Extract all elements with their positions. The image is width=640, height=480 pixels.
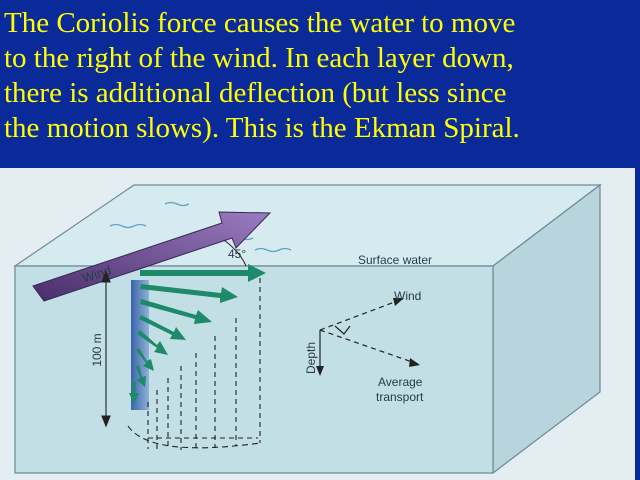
current-arrow-layer-8 [129, 382, 139, 404]
wind-arrow [32, 211, 272, 302]
inset-depth-arrowhead [316, 366, 324, 376]
caption-line: The Coriolis force causes the water to m… [4, 7, 516, 39]
caption-line: the motion slows). This is the Ekman Spi… [4, 112, 520, 144]
inset-transport-label-2: transport [376, 390, 424, 404]
inset-transport-label-1: Average [378, 375, 423, 389]
current-arrow-layer-5 [137, 330, 168, 355]
inset-depth-label: Depth [304, 342, 318, 374]
caption: The Coriolis force causes the water to m… [4, 6, 632, 146]
ekman-spiral-diagram: Wind 45° Surface water 100 m Wind Depth … [0, 168, 635, 480]
current-arrow-surface [140, 264, 266, 282]
inset-wind-label: Wind [394, 289, 421, 303]
current-arrow-layer-3 [140, 299, 212, 324]
inset-arrowheads [393, 298, 420, 367]
caption-line: to the right of the wind. In each layer … [4, 42, 514, 74]
current-arrow-layer-2 [140, 284, 238, 303]
current-arrow-layer-4 [139, 315, 186, 340]
current-arrows [129, 264, 266, 404]
angle-arc [223, 239, 247, 267]
angle-label: 45° [228, 247, 246, 261]
diagram-svg: Wind 45° Surface water 100 m Wind Depth … [0, 168, 635, 480]
depth-scale [101, 270, 111, 428]
surface-water-label: Surface water [358, 253, 432, 267]
layer-drop-lines [147, 278, 261, 450]
spiral-outline [127, 425, 261, 449]
current-arrow-layer-7 [136, 365, 146, 387]
depth-scale-label: 100 m [90, 333, 104, 366]
caption-line: there is additional deflection (but less… [4, 77, 507, 109]
current-arrow-layer-6 [136, 348, 154, 371]
inset-angle-mark [334, 325, 351, 335]
